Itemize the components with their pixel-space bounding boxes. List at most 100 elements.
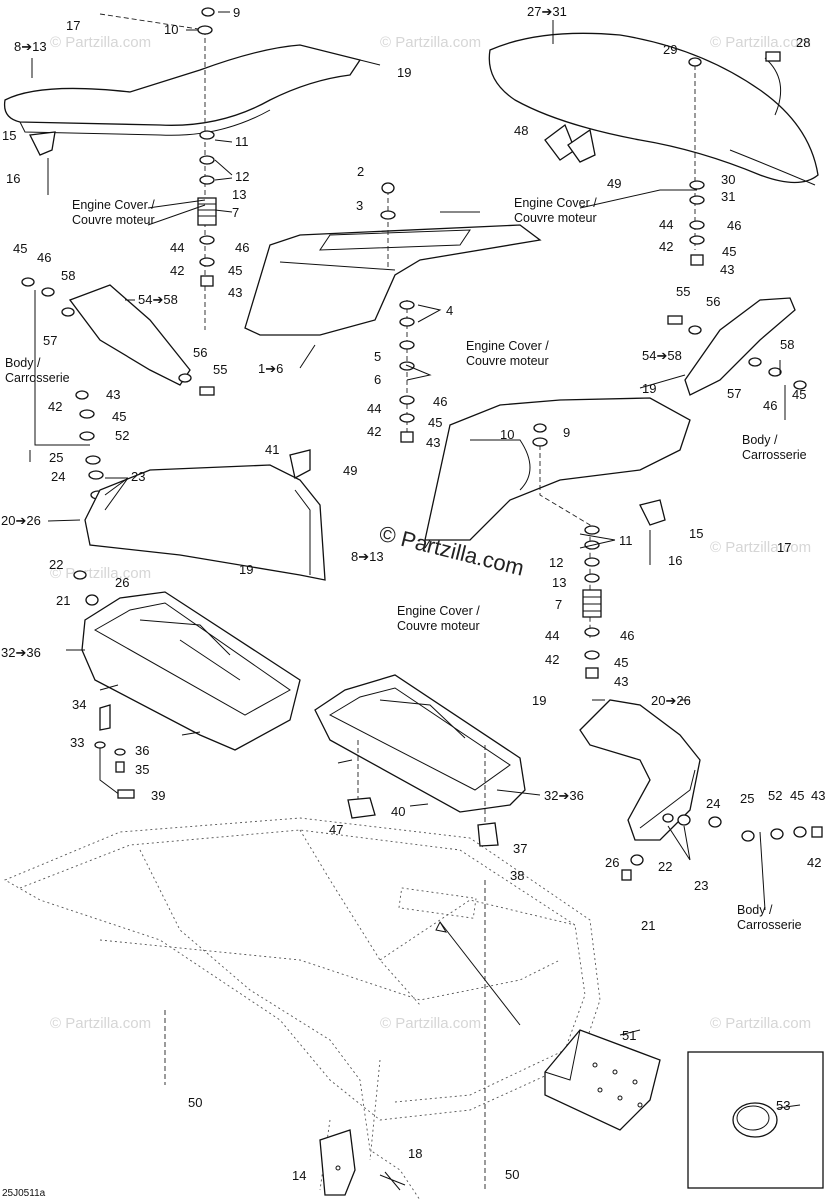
callout: 4 [446,303,453,318]
callout: 51 [622,1028,636,1043]
callout: 42 [367,424,381,439]
body-label: Carrosserie [742,448,807,462]
callout: 42 [48,399,62,414]
callout: 54➔58 [642,348,682,363]
callout: 5 [374,349,381,364]
panel-54-58-right [667,297,807,420]
callout: 29 [663,42,677,57]
callout: 26 [605,855,619,870]
callout: 45 [13,241,27,256]
callout: 55 [213,362,227,377]
watermarks: © Partzilla.com © Partzilla.com © Partzi… [50,34,811,1032]
callout: 46 [620,628,634,643]
callout: 24 [706,796,720,811]
callout: 48 [514,123,528,138]
watermark: © Partzilla.com [710,1015,811,1032]
callout: 16 [668,553,682,568]
callout: 46 [433,394,447,409]
watermark: © Partzilla.com [710,539,811,556]
callout: 42 [170,263,184,278]
callout: 19 [532,693,546,708]
callout: 42 [659,239,673,254]
watermark: © Partzilla.com [50,565,151,582]
callout: 43 [614,674,628,689]
engine-cover-label: Couvre moteur [514,211,597,225]
watermark: © Partzilla.com [50,1015,151,1032]
callout: 46 [763,398,777,413]
callout: 45 [614,655,628,670]
callout-labels: 8➔13 17 10 9 19 15 16 11 12 13 7 46 44 4… [1,4,825,1183]
seat-32-36-right [314,674,526,847]
callout: 43 [228,285,242,300]
callout: 6 [374,372,381,387]
callout: 46 [37,250,51,265]
callout: 2 [357,164,364,179]
callout: 52 [768,788,782,803]
engine-cover-label: Engine Cover / [466,339,549,353]
callout: 41 [265,442,279,457]
callout: 33 [70,735,84,750]
callout: 19 [397,65,411,80]
cover-8-13 [3,13,381,330]
engine-cover-label: Couvre moteur [466,354,549,368]
leader-lines [29,11,781,1036]
body-label: Carrosserie [737,918,802,932]
callout: 39 [151,788,165,803]
callout: 8➔13 [14,39,47,54]
body-label: Body / [737,903,773,917]
cover-1-6 [244,182,542,443]
callout: 57 [43,333,57,348]
callout: 10 [500,427,514,442]
engine-cover-label: Engine Cover / [72,198,155,212]
callout: 35 [135,762,149,777]
callout: 7 [555,597,562,612]
callout: 25 [740,791,754,806]
callout: 15 [2,128,16,143]
callout: 15 [689,526,703,541]
engine-cover-label: Couvre moteur [72,213,155,227]
callout: 19 [239,562,253,577]
callout: 11 [619,533,633,548]
engine-cover-label: Engine Cover / [397,604,480,618]
callout: 58 [61,268,75,283]
engine-cover-label: Engine Cover / [514,196,597,210]
callout: 23 [131,469,145,484]
callout: 13 [232,187,246,202]
callout: 12 [235,169,249,184]
callout: 11 [235,134,249,149]
callout: 30 [721,172,735,187]
callout: 17 [66,18,80,33]
callout: 19 [642,381,656,396]
callout: 3 [356,198,363,213]
callout: 43 [426,435,440,450]
callout: 55 [676,284,690,299]
callout: 7 [232,205,239,220]
callout: 21 [56,593,70,608]
callout: 45 [428,415,442,430]
callout: 26 [115,575,129,590]
callout: 32➔36 [544,788,584,803]
callout: 45 [792,387,806,402]
callout: 45 [228,263,242,278]
callout: 44 [367,401,381,416]
callout: 32➔36 [1,645,41,660]
callout: 38 [510,868,524,883]
callout: 1➔6 [258,361,283,376]
callout: 40 [391,804,405,819]
callout: 49 [343,463,357,478]
callout: 44 [170,240,184,255]
callout: 46 [235,240,249,255]
callout: 45 [790,788,804,803]
callout: 9 [233,5,240,20]
callout: 43 [720,262,734,277]
body-label: Body / [5,356,41,370]
cover-27-31 [488,32,819,266]
callout: 10 [164,22,178,37]
panel-54-58-left [21,277,215,396]
callout: 16 [6,171,20,186]
callout: 45 [112,409,126,424]
callout: 27➔31 [527,4,567,19]
callout: 50 [188,1095,202,1110]
